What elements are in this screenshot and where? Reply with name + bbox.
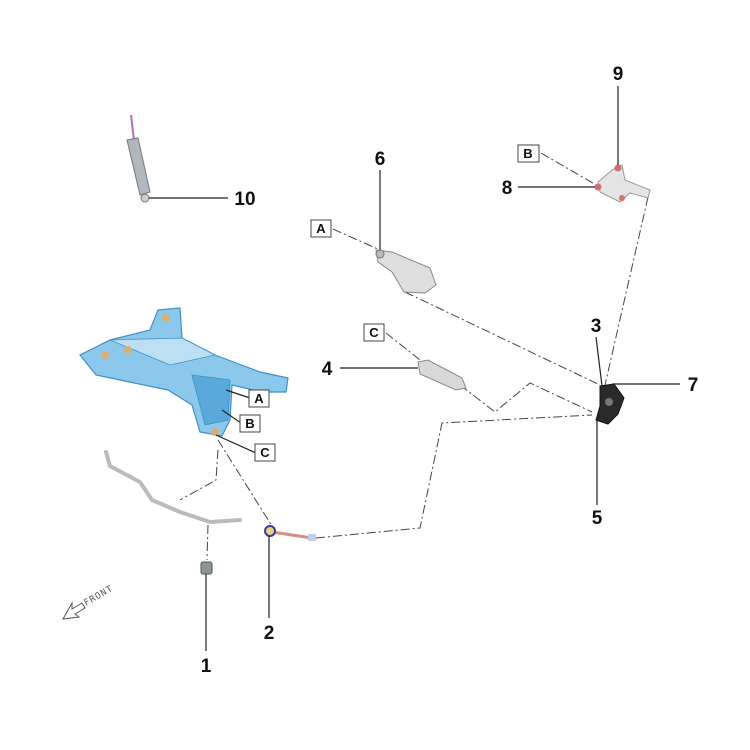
ref-box-a-top: A (310, 219, 332, 238)
nut[interactable] (200, 561, 213, 575)
subframe[interactable] (79, 307, 289, 437)
callout-5[interactable]: 5 (592, 508, 603, 529)
toe-link[interactable] (264, 525, 316, 541)
ref-box-b-top: B (517, 144, 540, 163)
callout-6[interactable]: 6 (375, 149, 386, 170)
callout-10[interactable]: 10 (234, 189, 255, 210)
ref-box-a-subframe: A (248, 389, 270, 408)
trailing-arm[interactable] (417, 359, 467, 391)
svg-text:B: B (523, 146, 532, 161)
ref-box-c-subframe: C (254, 443, 276, 462)
front-arrow-icon (62, 601, 86, 620)
callout-9[interactable]: 9 (613, 64, 624, 85)
svg-text:A: A (254, 391, 264, 406)
callout-7[interactable]: 7 (688, 375, 699, 396)
svg-text:C: C (369, 325, 379, 340)
shock-absorber[interactable] (126, 114, 151, 203)
stabilizer-bar[interactable] (104, 450, 242, 525)
callout-2[interactable]: 2 (264, 623, 275, 644)
connection-lines (179, 152, 649, 561)
upper-control-arm[interactable] (594, 164, 651, 203)
callout-8[interactable]: 8 (502, 178, 513, 199)
lower-control-arm[interactable] (375, 249, 437, 294)
callout-1[interactable]: 1 (201, 656, 212, 677)
callout-4[interactable]: 4 (322, 359, 333, 380)
knuckle[interactable] (595, 383, 625, 425)
callout-3[interactable]: 3 (591, 316, 602, 337)
svg-text:C: C (260, 445, 270, 460)
leader-lines (149, 86, 680, 651)
ref-box-b-subframe: B (239, 414, 261, 433)
svg-text:B: B (245, 416, 254, 431)
svg-text:A: A (316, 221, 326, 236)
front-direction-indicator: FRONT (62, 584, 116, 620)
ref-box-c-top: C (363, 323, 385, 342)
front-label: FRONT (83, 584, 116, 609)
